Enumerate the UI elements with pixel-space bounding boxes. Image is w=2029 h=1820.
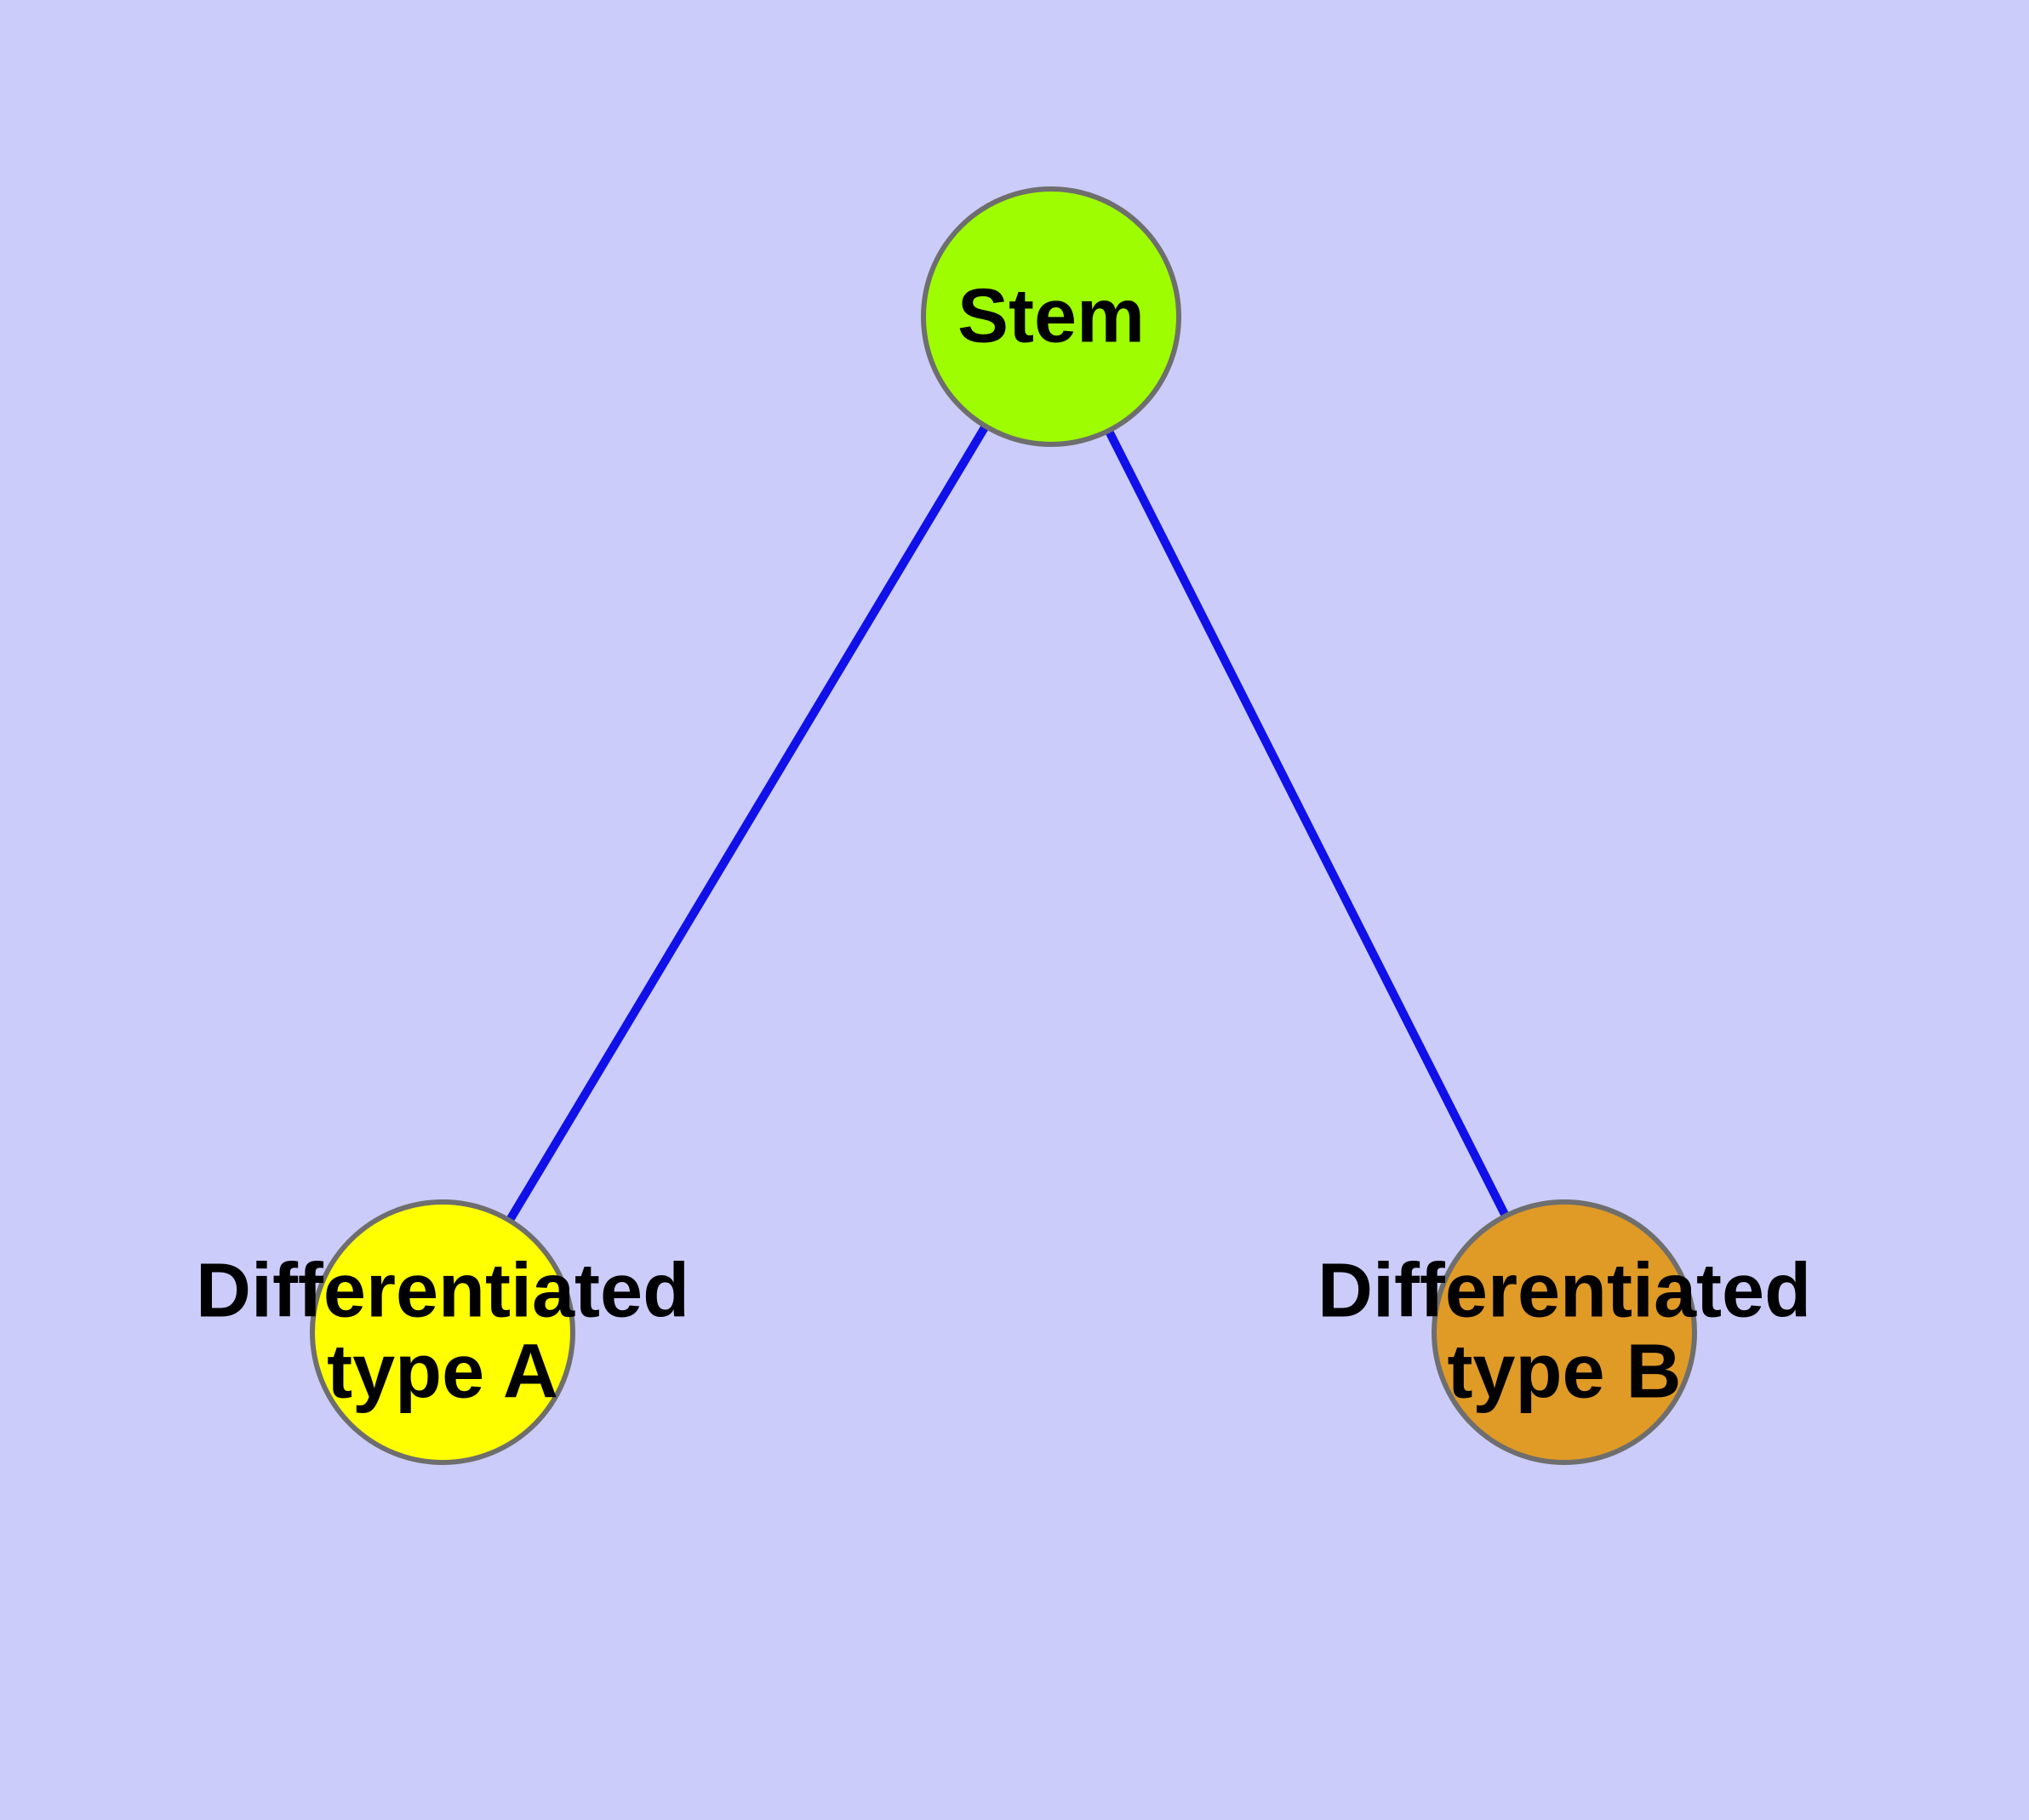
edge-stem-diff-b[interactable] bbox=[1104, 426, 1511, 1220]
node-circle-stem[interactable] bbox=[921, 186, 1181, 447]
edge-stem-diff-a[interactable] bbox=[505, 422, 991, 1225]
node-circle-diff-a[interactable] bbox=[310, 1199, 575, 1465]
node-layer bbox=[310, 186, 1697, 1465]
edge-layer bbox=[505, 422, 1511, 1225]
node-circle-diff-b[interactable] bbox=[1432, 1199, 1697, 1465]
